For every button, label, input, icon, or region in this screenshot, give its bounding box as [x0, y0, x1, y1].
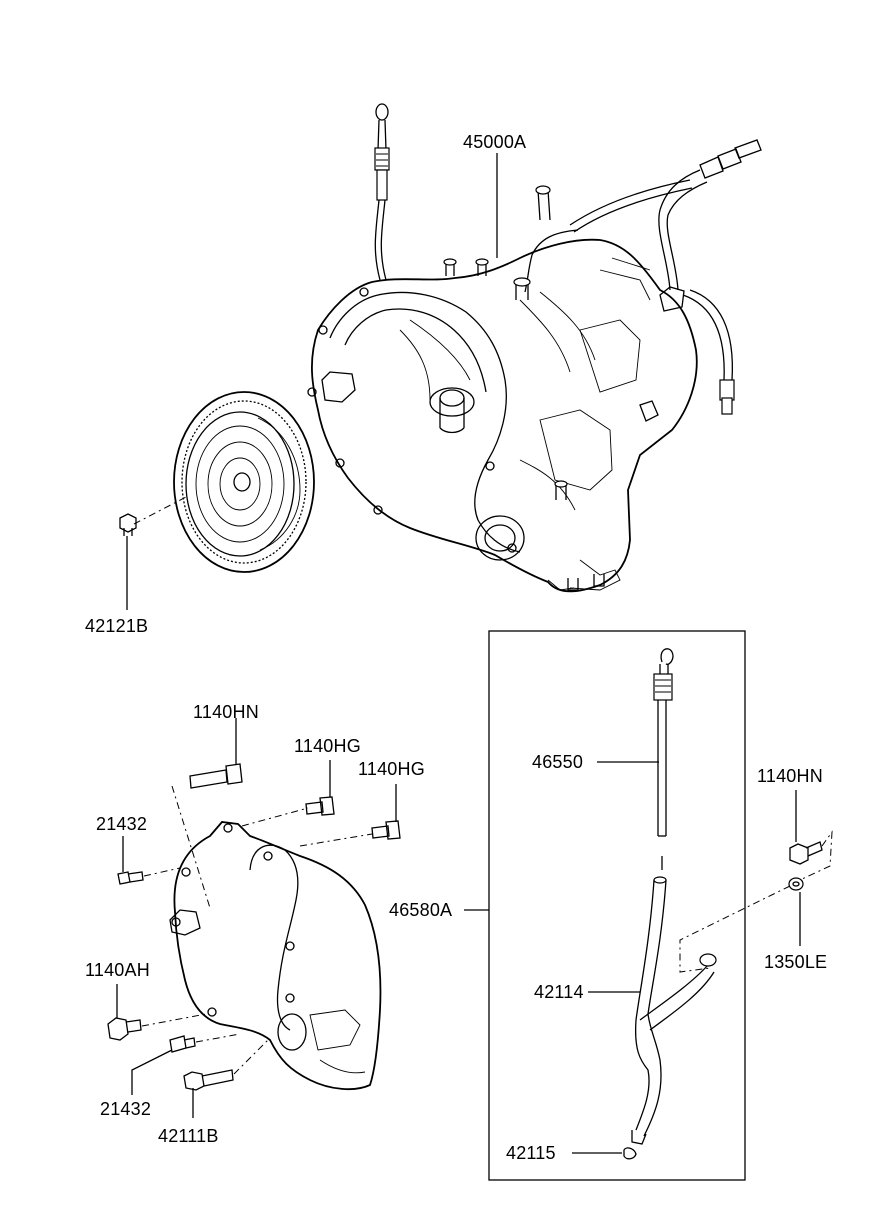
torque-converter: 42121B: [85, 391, 315, 636]
label-bolt-top-c: 1140HG: [358, 759, 425, 779]
label-dipstick-assy: 46580A: [389, 900, 452, 920]
label-dowel-upper: 21432: [96, 814, 147, 834]
case-cover: 1140HN 1140HG 1140HG 21432 1140AH 21432: [85, 702, 425, 1146]
label-bolt-top-b: 1140HG: [294, 736, 361, 756]
dipstick-box: 46550 42114 42115: [488, 630, 746, 1181]
label-bolt-right: 1140HN: [757, 766, 823, 786]
label-bolt-left: 1140AH: [85, 960, 150, 980]
label-dowel-lower: 21432: [100, 1099, 151, 1119]
label-oring: 42115: [506, 1143, 556, 1163]
label-bolt-bottom: 42111B: [158, 1126, 219, 1146]
label-washer: 1350LE: [764, 952, 827, 972]
label-dipstick: 46550: [532, 752, 583, 772]
transaxle-assembly: 45000A: [307, 103, 762, 593]
label-transaxle: 45000A: [463, 132, 526, 152]
label-dipstick-tube: 42114: [534, 982, 584, 1002]
tube-bracket-bolt: 1140HN 1350LE: [679, 766, 833, 973]
label-bolt-top-a: 1140HN: [193, 702, 259, 722]
label-torque-converter-bolt: 42121B: [85, 616, 148, 636]
